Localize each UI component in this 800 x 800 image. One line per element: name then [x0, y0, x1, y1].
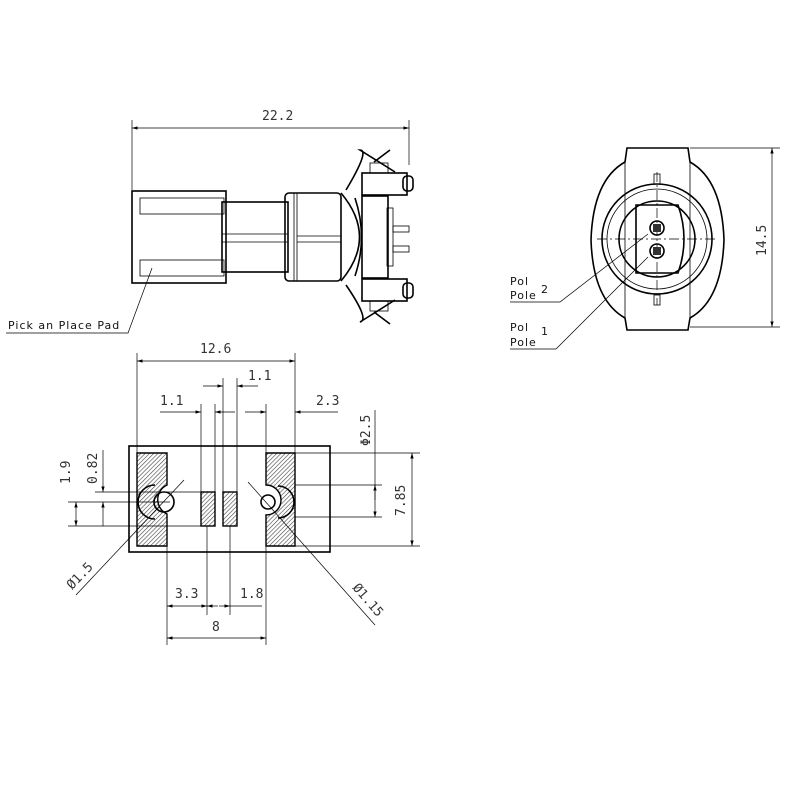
- dim-hole-large: Φ2.5: [359, 415, 374, 446]
- pole1-label-line2: Pole: [510, 336, 537, 349]
- dim-pin-width: 1.1: [160, 394, 183, 409]
- dim-1-9: 1.9: [59, 461, 74, 484]
- dim-8: 8: [212, 620, 220, 635]
- front-view: 14.5 Pol Pole 2 Pol Pole 1: [510, 147, 780, 350]
- pole2-label-line2: Pole: [510, 289, 537, 302]
- callout-pick-place-pad: Pick an Place Pad: [8, 319, 120, 332]
- dim-hole-left: Ø1.5: [64, 560, 97, 593]
- dim-1-8: 1.8: [240, 587, 263, 602]
- dim-0-82: 0.82: [86, 453, 101, 484]
- dim-hole-right: Ø1.15: [349, 581, 386, 620]
- footprint-view: 12.6 1.1 1.1 2.3 Φ2.5 7.85: [59, 342, 420, 645]
- pole1-number: 1: [541, 325, 549, 338]
- dim-overall-length: 22.2: [262, 109, 293, 124]
- pole2-label-line1: Pol: [510, 275, 529, 288]
- pole2-number: 2: [541, 283, 549, 296]
- side-view: 22.2 Pick an Place Pad: [6, 109, 414, 334]
- dim-pin-gap: 1.1: [248, 369, 271, 384]
- dim-total-height: 7.85: [394, 485, 409, 516]
- pole1-label-line1: Pol: [510, 321, 529, 334]
- dim-height: 14.5: [755, 225, 770, 256]
- dim-3-3: 3.3: [175, 587, 198, 602]
- dim-footprint-width: 12.6: [200, 342, 231, 357]
- dim-edge-pad: 2.3: [316, 394, 339, 409]
